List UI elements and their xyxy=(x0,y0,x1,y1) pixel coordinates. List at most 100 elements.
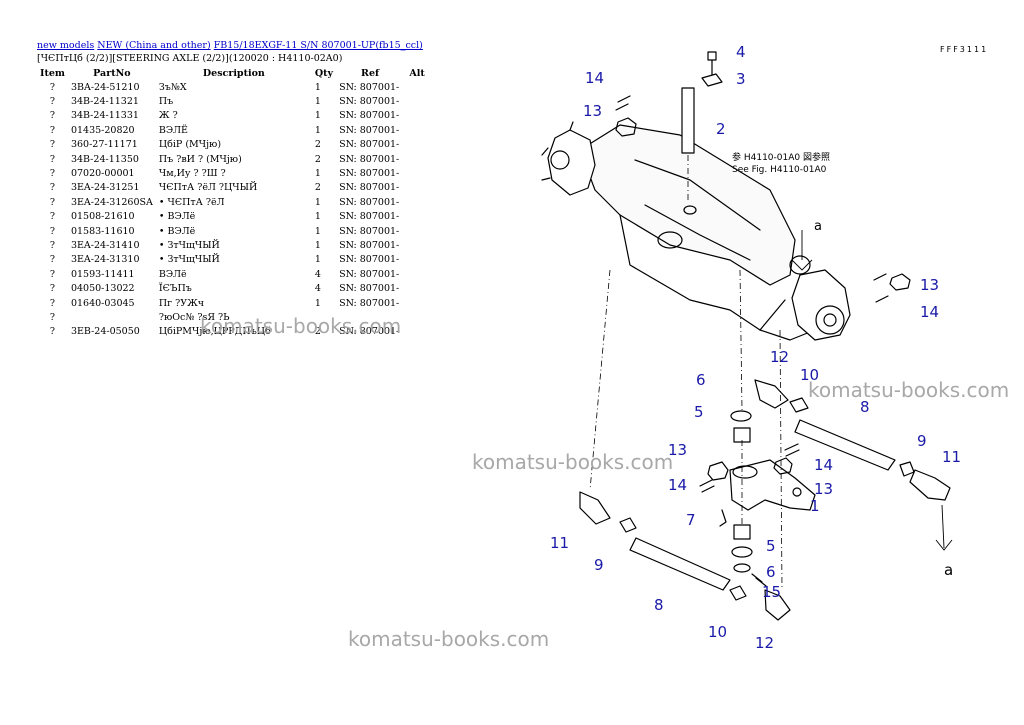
arrow-label-a-bottom: a xyxy=(944,561,953,579)
callout-14-right: 14 xyxy=(814,456,833,474)
cell-description: ЦбiР (МЧјю) xyxy=(158,139,222,151)
cell-partno: 34B-24-11350 xyxy=(70,153,139,165)
figure-code: FFF3111 xyxy=(940,45,988,54)
cell-alt xyxy=(404,310,430,324)
cell-item: ? xyxy=(49,124,56,136)
header-ref: Ref xyxy=(361,67,380,79)
callout-14-top: 14 xyxy=(585,69,604,87)
cell-partno: 3EA-24-31310 xyxy=(70,254,140,266)
cell-partno: 3EA-24-31260SA xyxy=(70,196,153,208)
cell-qty: 1 xyxy=(314,254,321,266)
cell-description: Зъ№Х xyxy=(158,81,187,93)
washer-6-lower xyxy=(731,546,753,558)
steering-axle-diagram: 参 H4110-01A0 図参照 See Fig. H4110-01A0 FFF… xyxy=(541,43,988,652)
tie-rod-right xyxy=(794,419,896,471)
cell-description: Чм,Иу ? ?Ш ? xyxy=(158,168,226,180)
cell-alt xyxy=(404,138,430,152)
left-hub xyxy=(541,121,596,196)
cell-partno: 3EA-24-31410 xyxy=(70,239,140,251)
callout-14-left: 14 xyxy=(668,476,687,494)
header-description: Description xyxy=(202,67,265,79)
cell-item: ? xyxy=(49,168,56,180)
breadcrumb-link-region[interactable]: NEW (China and other) xyxy=(97,40,211,51)
nut-10-lower xyxy=(729,585,747,601)
right-hub xyxy=(791,269,851,341)
cell-alt xyxy=(404,296,430,310)
cell-item: ? xyxy=(49,297,56,309)
breadcrumb-link-new-models[interactable]: new models xyxy=(37,40,95,51)
cell-item: ? xyxy=(49,81,56,93)
cell-qty: 4 xyxy=(314,268,321,280)
callout-11-right: 11 xyxy=(942,448,961,466)
tie-rod-left xyxy=(629,537,731,591)
cell-partno: 3EB-24-05050 xyxy=(70,326,140,338)
cell-ref: SN: 807001- xyxy=(339,268,400,280)
callout-1: 1 xyxy=(810,497,820,515)
callout-13-left: 13 xyxy=(668,441,687,459)
cell-item: ? xyxy=(49,268,56,280)
cell-description: • ВЭЛё xyxy=(158,211,196,223)
cell-ref: SN: 807001- xyxy=(339,283,400,295)
callout-12-upper: 12 xyxy=(770,348,789,366)
cell-description: ВЭЛё xyxy=(158,268,187,280)
cotter-pin-14-left xyxy=(699,479,715,493)
grease-fitting xyxy=(719,509,727,527)
king-pin xyxy=(681,87,695,154)
cell-ref: SN: 807001- xyxy=(339,326,400,338)
cell-item: ? xyxy=(49,96,56,108)
table-header-row: Item PartNo Description Qty Ref Alt xyxy=(37,66,430,80)
bolt xyxy=(707,51,717,76)
nut-9-left xyxy=(619,517,637,533)
page-title: [ЧЄПтЦб (2/2)][STEERING AXLE (2/2)](1200… xyxy=(37,53,343,64)
cell-alt xyxy=(404,325,430,339)
cell-partno: 360-27-11171 xyxy=(70,139,138,151)
cell-ref: SN: 807001- xyxy=(339,110,400,122)
callout-9-left: 9 xyxy=(594,556,604,574)
cell-description: Ж ? xyxy=(158,110,178,122)
cell-alt xyxy=(404,94,430,108)
cell-item: ? xyxy=(49,239,56,251)
cell-ref: SN: 807001- xyxy=(339,196,400,208)
parts-table: Item PartNo Description Qty Ref Alt ?3BA… xyxy=(37,66,430,339)
cell-partno: 3EA-24-31251 xyxy=(70,182,140,194)
nut-13-right xyxy=(773,457,793,475)
breadcrumb-link-model[interactable]: FB15/18EXGF-11 S/N 807001-UP(fb15_ccl) xyxy=(213,40,423,51)
bushing-5-upper xyxy=(733,427,751,443)
nut-9-right xyxy=(899,461,915,477)
callout-13-hub: 13 xyxy=(920,276,939,294)
cell-description: Пъ ?вИ ? (МЧјю) xyxy=(158,153,242,165)
cotter-pin-15 xyxy=(751,573,767,587)
cell-item: ? xyxy=(49,254,56,266)
cell-alt xyxy=(404,253,430,267)
cell-ref: SN: 807001- xyxy=(339,297,400,309)
cell-alt xyxy=(404,166,430,180)
arrow-label-a-top: a xyxy=(814,219,822,234)
cell-ref: SN: 807001- xyxy=(339,168,400,180)
cell-item: ? xyxy=(49,110,56,122)
table-row: ??юОс№ ?sЯ ?Ь xyxy=(37,310,430,324)
cell-partno: 34B-24-11321 xyxy=(70,96,139,108)
reference-note-line2: See Fig. H4110-01A0 xyxy=(732,165,827,175)
cell-qty: 4 xyxy=(314,283,321,295)
cell-qty: 1 xyxy=(314,225,321,237)
callout-14-hub: 14 xyxy=(920,303,939,321)
callout-3: 3 xyxy=(736,70,746,88)
cell-partno xyxy=(68,310,156,324)
cell-partno: 01593-11411 xyxy=(70,268,135,280)
cell-description: • ВЭЛё xyxy=(158,225,196,237)
breadcrumb: new models NEW (China and other) FB15/18… xyxy=(37,40,423,51)
cell-item: ? xyxy=(49,139,56,151)
callout-5-upper: 5 xyxy=(694,403,704,421)
callout-6-lower: 6 xyxy=(766,563,776,581)
nut-13-left xyxy=(707,461,729,481)
cell-item: ? xyxy=(49,225,56,237)
cell-description: Пъ xyxy=(158,96,174,108)
callout-8-left: 8 xyxy=(654,596,664,614)
